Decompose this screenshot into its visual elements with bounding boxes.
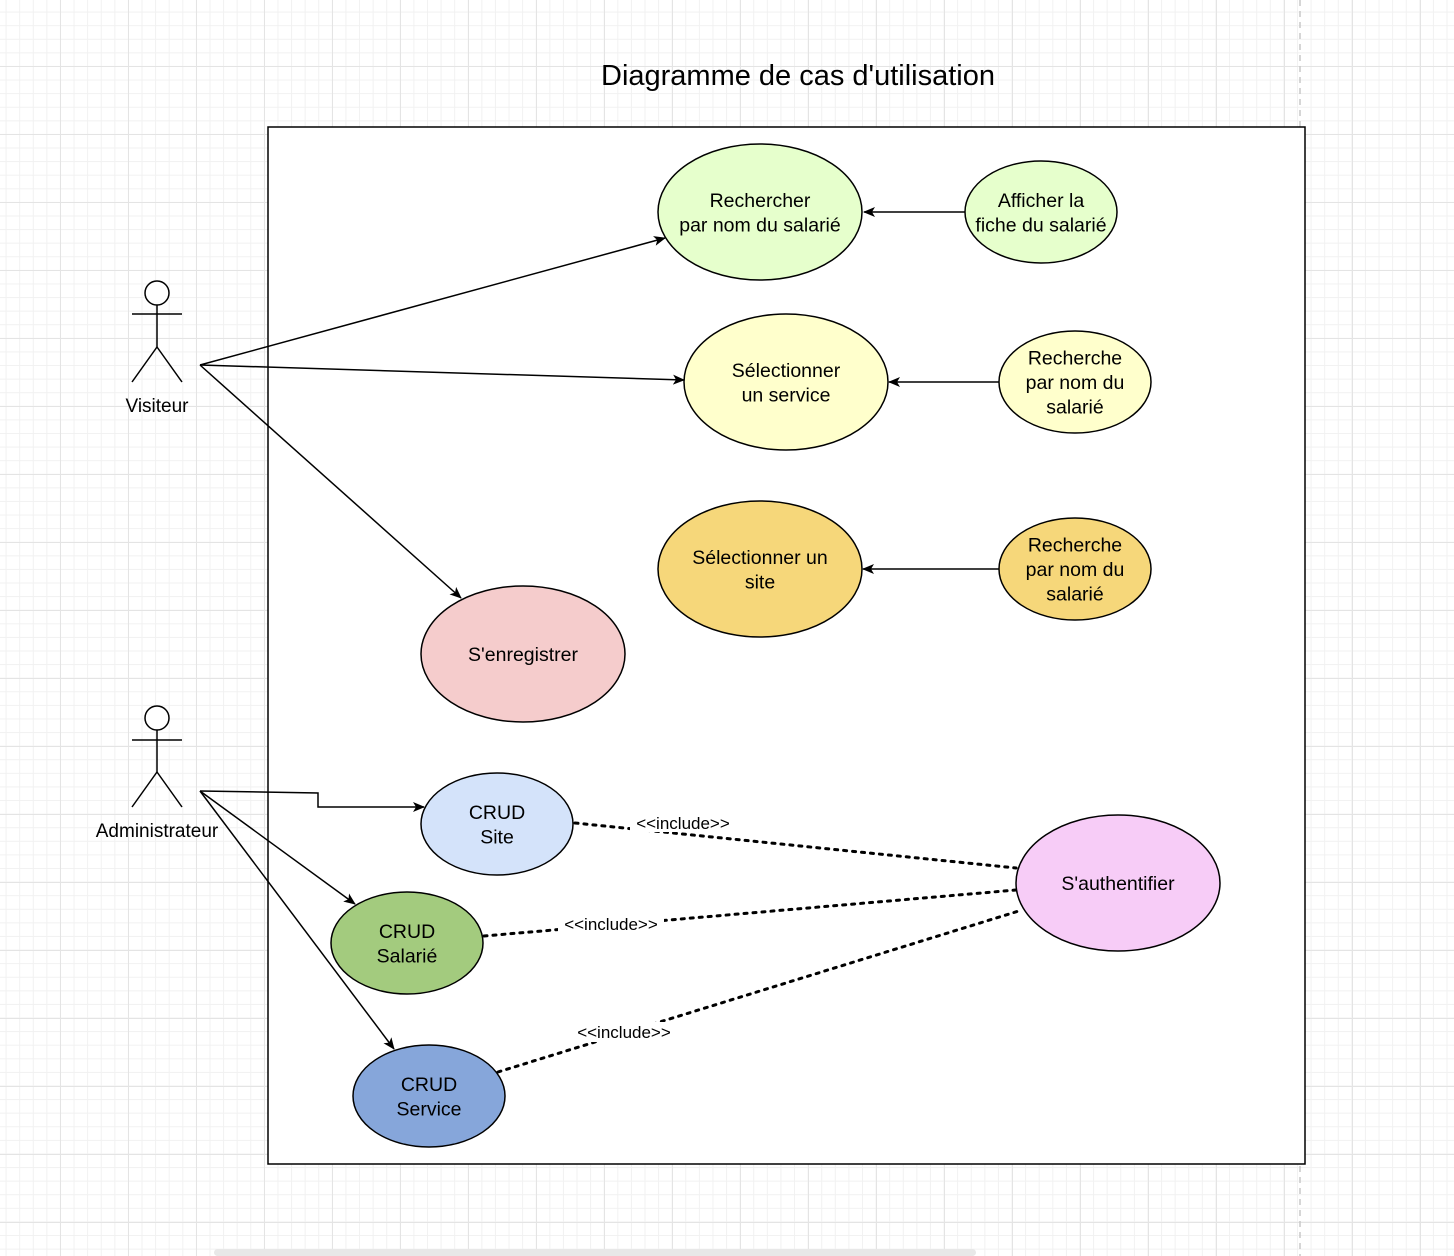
use-case-label: par nom du [1026,559,1125,581]
use-case-ellipse[interactable] [420,585,626,723]
include-line-crud-service[interactable] [496,908,1024,1074]
assoc-visitor-select-service[interactable] [199,364,685,385]
use-case-label: Rechercher [710,190,811,212]
include-label-crud-salarie: <<include>> [564,915,658,934]
assoc-admin-crud-service[interactable] [199,790,395,1050]
include-label-bg-3 [571,1022,677,1042]
assoc-visitor-rechercher[interactable] [199,236,666,366]
include-label-crud-service: <<include>> [577,1023,671,1042]
include-label-bg-2 [558,914,664,934]
use-case-label: Afficher la [998,190,1085,212]
use-case-label: CRUD [401,1074,457,1096]
use-case-label: Service [396,1098,461,1120]
actor-admin[interactable] [131,705,183,808]
use-case-authentifier[interactable]: S'authentifier [1015,814,1221,952]
use-case-ellipse[interactable] [998,330,1152,434]
use-case-label: Sélectionner [732,360,841,382]
actor-visitor-label: Visiteur [125,396,189,417]
use-case-label: un service [742,384,831,406]
use-case-ellipse[interactable] [420,772,574,876]
use-case-ellipse[interactable] [657,143,863,281]
use-case-ellipse[interactable] [657,500,863,638]
actor-admin-label: Administrateur [96,821,219,842]
use-case-label: S'authentifier [1061,873,1175,895]
actor-visitor[interactable] [131,280,183,383]
horizontal-scrollbar[interactable] [214,1249,976,1256]
use-case-label: salarié [1046,397,1103,419]
use-case-label: Recherche [1028,348,1122,370]
use-case-label: Site [480,826,514,848]
use-case-ellipse[interactable] [683,313,889,451]
assoc-visitor-enregistrer[interactable] [199,364,462,599]
include-label-bg-1 [630,812,734,832]
use-case-ellipse[interactable] [1015,814,1221,952]
include-label-crud-site: <<include>> [636,814,730,833]
assoc-admin-crud-site[interactable] [199,790,425,812]
diagram-title: Diagramme de cas d'utilisation [601,60,995,92]
use-case-label: Salarié [377,945,438,967]
use-case-label: CRUD [379,921,435,943]
use-case-label: par nom du [1026,372,1125,394]
use-case-label: site [745,571,775,593]
use-case-ellipse[interactable] [998,517,1152,621]
use-case-ellipse[interactable] [330,891,484,995]
use-case-ellipse[interactable] [352,1044,506,1148]
use-case-label: Sélectionner un [692,547,828,569]
use-case-label: Recherche [1028,535,1122,557]
assoc-admin-crud-salarie[interactable] [199,790,356,905]
use-case-label: S'enregistrer [468,644,578,666]
use-case-label: salarié [1046,584,1103,606]
use-case-label: CRUD [469,802,525,824]
use-case-ellipse[interactable] [964,160,1118,264]
use-case-label: par nom du salarié [679,214,841,236]
use-case-label: fiche du salarié [975,214,1106,236]
use-case-enregistrer[interactable]: S'enregistrer [420,585,626,723]
